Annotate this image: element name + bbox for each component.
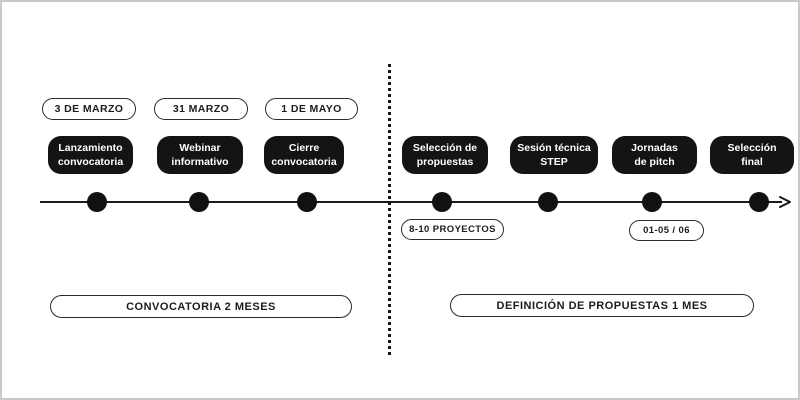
timeline-dot — [749, 192, 769, 212]
timeline-dot — [642, 192, 662, 212]
arrow-right-icon — [779, 196, 791, 208]
date-pill: 3 DE MARZO — [42, 98, 136, 120]
date-pill: 31 MARZO — [154, 98, 248, 120]
milestone-card: Cierre convocatoria — [264, 136, 344, 174]
milestone-card: Selección de propuestas — [402, 136, 488, 174]
note-pill: 8-10 PROYECTOS — [401, 219, 504, 240]
phase-pill: DEFINICIÓN DE PROPUESTAS 1 MES — [450, 294, 754, 317]
timeline-dot — [432, 192, 452, 212]
timeline-dot — [87, 192, 107, 212]
phase-pill: CONVOCATORIA 2 MESES — [50, 295, 352, 318]
date-pill: 1 DE MAYO — [265, 98, 358, 120]
timeline-dot — [538, 192, 558, 212]
timeline-axis — [40, 201, 782, 203]
phase-divider-dotted-line — [388, 64, 391, 356]
milestone-card: Webinar informativo — [157, 136, 243, 174]
milestone-card: Lanzamiento convocatoria — [48, 136, 133, 174]
milestone-card: Selección final — [710, 136, 794, 174]
timeline-dot — [189, 192, 209, 212]
milestone-card: Sesión técnica STEP — [510, 136, 598, 174]
timeline-dot — [297, 192, 317, 212]
milestone-card: Jornadas de pitch — [612, 136, 697, 174]
note-pill: 01-05 / 06 — [629, 220, 704, 241]
